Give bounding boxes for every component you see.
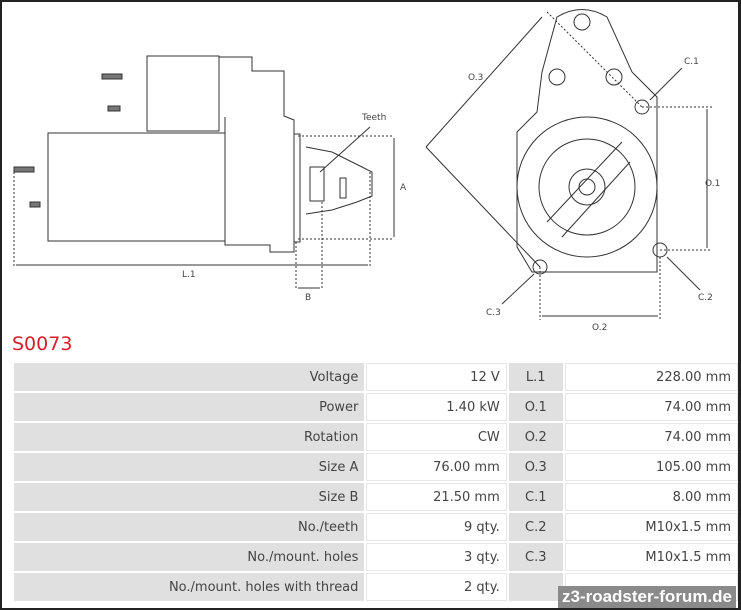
cell-label: No./mount. holes with thread bbox=[14, 573, 365, 601]
label-o1: O.1 bbox=[705, 179, 720, 189]
cell-code bbox=[508, 573, 563, 601]
cell-code: O.1 bbox=[508, 393, 563, 421]
label-o2: O.2 bbox=[592, 323, 607, 332]
cell-label: Size B bbox=[14, 483, 365, 511]
cell-value: CW bbox=[366, 423, 507, 451]
cell-value: 1.40 kW bbox=[366, 393, 507, 421]
front-view bbox=[425, 9, 712, 320]
cell-code: O.3 bbox=[508, 453, 563, 481]
cell-dim: M10x1.5 mm bbox=[564, 513, 738, 541]
label-o3: O.3 bbox=[468, 73, 483, 83]
cell-value: 3 qty. bbox=[366, 543, 507, 571]
cell-value: 9 qty. bbox=[366, 513, 507, 541]
cell-dim: 74.00 mm bbox=[564, 423, 738, 451]
cell-label: Rotation bbox=[14, 423, 365, 451]
cell-label: Size A bbox=[14, 453, 365, 481]
label-l1: L.1 bbox=[182, 270, 196, 280]
cell-code: C.3 bbox=[508, 543, 563, 571]
cell-dim: 74.00 mm bbox=[564, 393, 738, 421]
cell-dim: M10x1.5 mm bbox=[564, 543, 738, 571]
side-view bbox=[13, 55, 395, 290]
starter-diagram: Teeth A L.1 B O.3 C.1 O.1 C.2 C.3 O.2 bbox=[13, 9, 720, 332]
cell-label: No./teeth bbox=[14, 513, 365, 541]
part-number: S0073 bbox=[12, 333, 73, 355]
cell-dim: 8.00 mm bbox=[564, 483, 738, 511]
cell-label: Voltage bbox=[14, 363, 365, 391]
cell-value: 12 V bbox=[366, 363, 507, 391]
cell-value: 21.50 mm bbox=[366, 483, 507, 511]
label-c2: C.2 bbox=[698, 293, 713, 303]
cell-value: 76.00 mm bbox=[366, 453, 507, 481]
cell-code: L.1 bbox=[508, 363, 563, 391]
cell-dim: 105.00 mm bbox=[564, 453, 738, 481]
label-c1: C.1 bbox=[684, 57, 699, 67]
watermark: z3-roadster-forum.de bbox=[557, 586, 736, 608]
label-teeth: Teeth bbox=[361, 113, 386, 123]
cell-label: Power bbox=[14, 393, 365, 421]
cell-value: 2 qty. bbox=[366, 573, 507, 601]
label-c3: C.3 bbox=[486, 308, 501, 318]
cell-code: C.1 bbox=[508, 483, 563, 511]
label-b: B bbox=[305, 293, 311, 303]
cell-dim: 228.00 mm bbox=[564, 363, 738, 391]
cell-code: O.2 bbox=[508, 423, 563, 451]
label-a: A bbox=[400, 183, 407, 193]
cell-code: C.2 bbox=[508, 513, 563, 541]
cell-label: No./mount. holes bbox=[14, 543, 365, 571]
